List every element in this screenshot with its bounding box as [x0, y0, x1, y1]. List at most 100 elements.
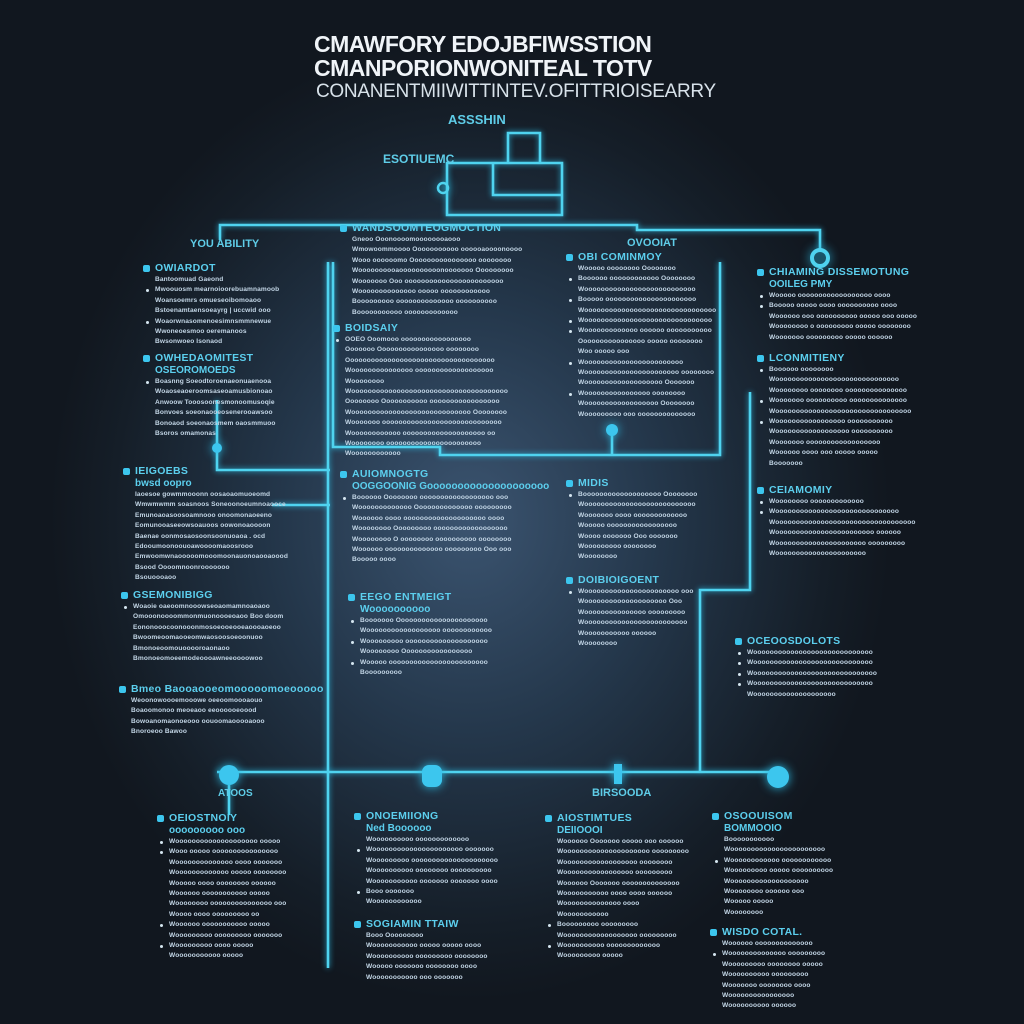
- bullet-square-icon: [333, 325, 340, 332]
- text-line: Woooooooooo ooooooooooooo: [545, 941, 689, 951]
- bullet-square-icon: [757, 355, 764, 362]
- text-line: Woaoie oaeoomnooowseoaomamnoaoaoo: [121, 602, 283, 612]
- text-line: Wooooo oooooooooooooooooo oooo: [757, 291, 917, 301]
- text-line: Wooooooooooooo oooooo ooooooooooo: [566, 326, 716, 336]
- text-line: Wooooooooooooooooooooooooooooo: [735, 648, 877, 658]
- bullet-square-icon: [757, 487, 764, 494]
- section-heading-text: OEIOSTNOIY: [169, 812, 238, 824]
- diagram-title-line-2: CMANPORIONWONITEAL TOTV: [314, 55, 652, 81]
- text-line: Woooooooooooooo ooooo oooooooooooo: [352, 288, 491, 296]
- wire-center-box: [331, 262, 722, 457]
- section-subheading: Ned Boooooo: [366, 823, 432, 834]
- text-line: Wooooooooooooooooooooooooooooooooo: [769, 407, 912, 415]
- bullet-square-icon: [157, 815, 164, 822]
- text-line: Woooooooooooo: [345, 450, 401, 458]
- section-heading: WANDSOOMTEOGMOCTION: [340, 222, 522, 235]
- text-line: Wooooooooooo ooooooo ooooooo oooo: [366, 877, 498, 885]
- section-heading-text: Bmeo Baooaooeomooooomoeooooo: [131, 683, 324, 695]
- section-heading: BOIDSAIY: [333, 322, 508, 335]
- section-heading-text: OSOOUISOM: [724, 810, 793, 822]
- text-line: Wooooooooooooooooooooooooooo: [578, 285, 696, 293]
- bullet-square-icon: [566, 577, 573, 584]
- text-line: Woooooo oooooooooooooo ooooooooo Ooo ooo: [352, 546, 512, 554]
- text-line: Woooooooo Ooooooooo oooooooooooooooooo: [352, 525, 508, 533]
- text-line: Wooooooooooooooooooooooooooo: [578, 501, 696, 509]
- section-heading-text: BOIDSAIY: [345, 322, 399, 334]
- text-line: Woooooooooooooooooooooo ooooooo: [354, 845, 498, 855]
- text-line: Wooooooooooooooo ooooooooooooooooooo: [345, 367, 494, 375]
- text-line: Bstoenamtaensoeayrg | uccwid ooo: [155, 307, 271, 315]
- text-line: Mwoouosm mearnoioorebuamnamoob: [143, 285, 279, 295]
- text-line: Woooooooooooo oooooooooooo: [712, 856, 833, 866]
- text-line: Woooooooo: [724, 908, 764, 916]
- text-line: Woooooo oooo oooooooooooooooooooo oooo: [352, 514, 505, 522]
- node-top: [436, 181, 450, 195]
- wire-right-vertical: [698, 392, 752, 772]
- text-line: Wmwmwmm soasnoos Soneoonoeumnoaooce: [135, 501, 286, 509]
- text-line: Boooooo Oooooooo oooooooooooooooooo ooo: [340, 493, 549, 503]
- bullet-square-icon: [566, 480, 573, 487]
- text-line: Woooo ooooooo Ooo ooooooo: [578, 532, 678, 540]
- section-heading: GSEMONIBIGG: [121, 589, 283, 602]
- section-heading: SOGIAMIN TTAIW: [354, 918, 488, 931]
- section-heading-text: OCEOOSDOLOTS: [747, 635, 841, 647]
- text-line: Wooooooooooo oooo oooo oooooo: [557, 890, 673, 898]
- section-subheading: BOMMOOIO: [724, 823, 782, 834]
- text-line: Woooooooooooooooooooooo ooooooooo: [769, 539, 906, 547]
- text-line: Wooooooooooooooooo ooooooooo: [557, 869, 673, 877]
- text-line: Wooooooooooooooooooo: [724, 877, 809, 885]
- text-line: Woooooooooooooooooo oooooooo: [557, 858, 673, 866]
- text-line: Woooooooooo oooooooo oooooooooo: [366, 867, 492, 875]
- text-line: Booooooooooo: [724, 836, 775, 843]
- section-heading: OCEOOSDOLOTS: [735, 635, 877, 648]
- text-line: Oooooooo Ooooooooooo ooooooooooooooooo: [345, 398, 500, 406]
- bullet-square-icon: [121, 592, 128, 599]
- section-heading-text: GSEMONIBIGG: [133, 589, 213, 601]
- text-line: Woooooooooooooo oooo ooooooo: [169, 858, 283, 866]
- wire-top-horizontal: [218, 223, 822, 250]
- text-line: Wooooooooo oooooooo ooooo: [722, 960, 823, 968]
- text-line: Wooooooo oooooooooo oooooooooooooo: [757, 396, 911, 406]
- section-heading-text: WANDSOOMTEOGMOCTION: [352, 222, 502, 234]
- text-line: Booooo ooooo oooo oooooooooo oooo: [757, 301, 917, 311]
- text-line: Wooooooooooooooooooooooo ooo: [566, 587, 693, 597]
- text-line: Eomunooaseeowsoauoos oowonoaoooon: [135, 522, 271, 530]
- text-line: Wooooooooooooooooooooooooooooo Oooooooo: [345, 408, 507, 416]
- text-line: Wooooooo Ooo oooooooooooooooooooooooo: [352, 277, 504, 285]
- text-line: Wooooooo oooooooo oooo: [722, 981, 811, 989]
- top-node-label: ASSSHIN: [448, 112, 506, 127]
- text-line: Bmonoeomoeemodeoooawneeoooowoo: [133, 655, 263, 663]
- text-line: Booooooooo ooooooooo: [545, 920, 689, 930]
- text-line: Wooooooooo oooo ooooo: [157, 941, 286, 951]
- section-heading-text: SOGIAMIN TTAIW: [366, 918, 459, 930]
- text-line: OOEO Ooomooo ooooooooooooooooo: [333, 335, 508, 345]
- text-line: Wooooooooo ooo oooooooooooooo: [578, 410, 696, 418]
- text-line: Woooooooooooooooooooooooooooooooooo: [769, 518, 916, 526]
- node-bottom-4: [767, 766, 789, 788]
- text-line: Wwoneoesmoo oeremanoos: [155, 328, 247, 336]
- section-heading: ONOEMIIONG: [354, 810, 498, 823]
- text-line: Woooooooooooooooo oooooooo: [566, 389, 716, 399]
- section-heading: AIOSTIMTUES: [545, 812, 689, 825]
- section-heading: IEIGOEBS: [123, 465, 288, 478]
- text-line: Woooooooooooooooo: [722, 992, 795, 1000]
- text-line: Booooooooo oooooooooooooo oooooooooo: [352, 298, 497, 306]
- text-line: Woooooo Ooooooo oooooooooooooo: [557, 879, 680, 887]
- text-line: Booo Ooooooooo: [366, 932, 424, 939]
- text-line: Emunoaoasoosoamnooo onoomonaoeeno: [135, 511, 273, 519]
- bullet-square-icon: [566, 254, 573, 261]
- text-line: Wooooooo oooo ooooooooooooo: [578, 511, 688, 519]
- text-line: Wooooooooooooooooooooooooo: [578, 619, 688, 627]
- right-branch-label: OVOOIAT: [627, 237, 677, 249]
- text-line: Woooooooooooooooooo Oooooooo: [578, 400, 695, 408]
- text-line: Boasnng Soeodtoroenaeonuaenooa: [143, 377, 276, 387]
